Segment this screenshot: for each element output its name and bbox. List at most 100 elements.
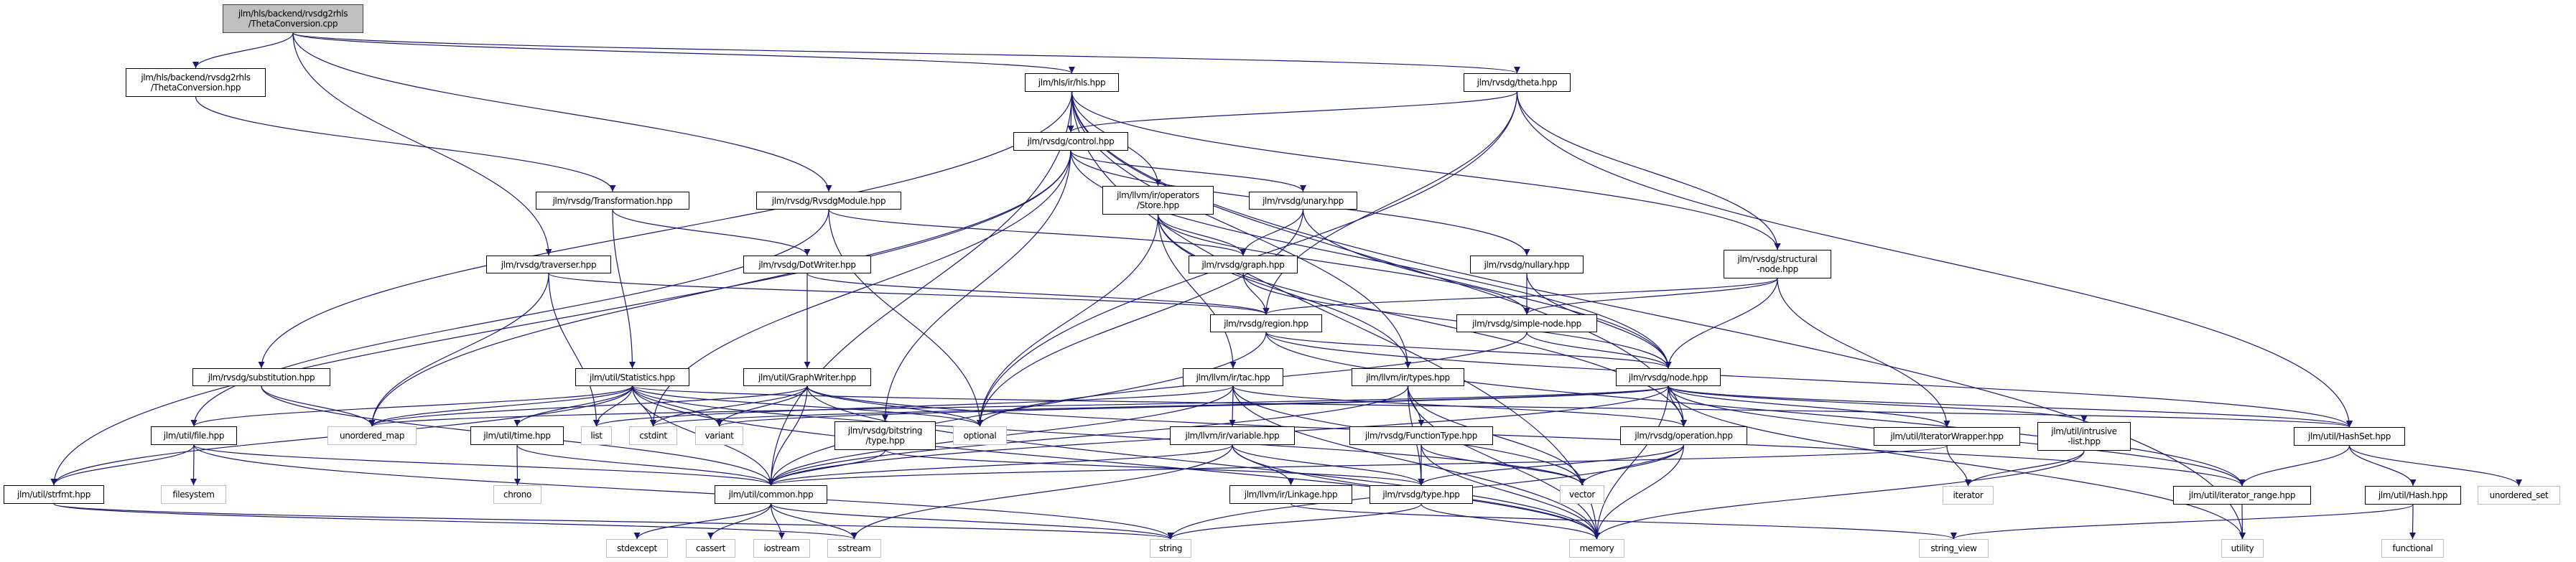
include-edge-jlm-util-strfmt-hpp-to-sstream bbox=[53, 503, 857, 540]
include-edge-jlm-rvsdg-substitution-hpp-to-unordered-map bbox=[261, 385, 376, 427]
file-node-jlm-util-iteratorwrapper-hpp[interactable]: jlm/util/IteratorWrapper.hpp bbox=[1874, 427, 2020, 446]
file-node-jlm-rvsdg-type-hpp[interactable]: jlm/rvsdg/type.hpp bbox=[1370, 485, 1473, 504]
file-node-jlm-rvsdg-traverser-hpp[interactable]: jlm/rvsdg/traverser.hpp bbox=[486, 256, 611, 273]
include-edge-jlm-llvm-ir-types-hpp-to-jlm-util-common-hpp bbox=[768, 385, 1409, 486]
node-label-line: optional bbox=[963, 431, 997, 441]
file-node-jlm-util-strfmt-hpp[interactable]: jlm/util/strfmt.hpp bbox=[4, 485, 104, 504]
file-node-jlm-hls-ir-hls-hpp[interactable]: jlm/hls/ir/hls.hpp bbox=[1025, 73, 1119, 92]
file-node-jlm-util-intrusive-list-hpp[interactable]: jlm/util/intrusive-list.hpp bbox=[2037, 422, 2131, 451]
include-edge-jlm-util-iteratorwrapper-hpp-to-jlm-util-common-hpp bbox=[768, 445, 1948, 486]
node-label-line: filesystem bbox=[172, 490, 215, 500]
file-node-jlm-rvsdg-control-hpp[interactable]: jlm/rvsdg/control.hpp bbox=[1013, 132, 1128, 151]
include-edge-jlm-llvm-ir-tac-hpp-to-jlm-llvm-ir-variable-hpp bbox=[1229, 385, 1236, 427]
node-label-line: jlm/util/strfmt.hpp bbox=[17, 490, 90, 500]
include-edge-jlm-util-common-hpp-to-sstream bbox=[770, 503, 857, 540]
node-label-line: jlm/rvsdg/region.hpp bbox=[1224, 318, 1308, 329]
file-node-jlm-rvsdg-region-hpp[interactable]: jlm/rvsdg/region.hpp bbox=[1210, 314, 1322, 332]
include-edge-jlm-util-common-hpp-to-string bbox=[770, 503, 1174, 540]
system-header-node-list: list bbox=[581, 426, 612, 445]
include-edge-jlm-util-statistics-hpp-to-jlm-util-file-hpp bbox=[190, 385, 633, 427]
file-node-jlm-llvm-ir-linkage-hpp[interactable]: jlm/llvm/ir/Linkage.hpp bbox=[1229, 485, 1352, 504]
file-node-jlm-util-file-hpp[interactable]: jlm/util/file.hpp bbox=[151, 426, 237, 445]
system-header-node-sstream: sstream bbox=[827, 539, 881, 558]
include-edge-jlm-hls-backend-rvsdg2rhls-thetaconversion-cpp-to-jlm-hls-ir-hls-hpp bbox=[292, 32, 1075, 74]
file-node-jlm-rvsdg-bitstring-type-hpp[interactable]: jlm/rvsdg/bitstring/type.hpp bbox=[834, 421, 936, 450]
include-edge-jlm-rvsdg-simple-node-hpp-to-jlm-rvsdg-node-hpp bbox=[1526, 332, 1672, 369]
file-node-jlm-llvm-ir-types-hpp[interactable]: jlm/llvm/ir/types.hpp bbox=[1352, 368, 1464, 386]
include-edge-jlm-rvsdg-graph-hpp-to-jlm-rvsdg-node-hpp bbox=[1242, 273, 1672, 369]
file-node-jlm-util-iterator-range-hpp[interactable]: jlm/util/iterator_range.hpp bbox=[2173, 486, 2311, 505]
file-node-jlm-rvsdg-rvsdgmodule-hpp[interactable]: jlm/rvsdg/RvsdgModule.hpp bbox=[756, 192, 901, 210]
node-label-line: jlm/util/Statistics.hpp bbox=[590, 372, 675, 383]
file-node-jlm-hls-backend-rvsdg2rhls-thetaconversion-hpp[interactable]: jlm/hls/backend/rvsdg2rhls/ThetaConversi… bbox=[126, 68, 266, 97]
file-node-jlm-rvsdg-unary-hpp[interactable]: jlm/rvsdg/unary.hpp bbox=[1249, 192, 1357, 210]
node-label-line: jlm/rvsdg/node.hpp bbox=[1628, 372, 1708, 383]
file-node-jlm-rvsdg-substitution-hpp[interactable]: jlm/rvsdg/substitution.hpp bbox=[192, 368, 330, 386]
node-label-line: jlm/rvsdg/theta.hpp bbox=[1477, 78, 1558, 88]
include-edge-jlm-hls-backend-rvsdg2rhls-thetaconversion-cpp-to-jlm-rvsdg-theta-hpp bbox=[292, 32, 1520, 74]
node-label-line: jlm/llvm/ir/types.hpp bbox=[1366, 372, 1450, 383]
include-edge-jlm-util-intrusive-list-hpp-to-memory bbox=[1594, 450, 2085, 540]
include-edge-jlm-rvsdg-region-hpp-to-jlm-rvsdg-node-hpp bbox=[1265, 332, 1672, 369]
include-edge-jlm-util-graphwriter-hpp-to-cstdint bbox=[650, 385, 808, 427]
file-node-jlm-util-hashset-hpp[interactable]: jlm/util/HashSet.hpp bbox=[2294, 427, 2405, 446]
file-node-jlm-util-common-hpp[interactable]: jlm/util/common.hpp bbox=[715, 485, 827, 504]
file-node-jlm-llvm-ir-tac-hpp[interactable]: jlm/llvm/ir/tac.hpp bbox=[1183, 368, 1283, 386]
system-header-node-variant: variant bbox=[695, 426, 743, 445]
include-edge-jlm-rvsdg-type-hpp-to-memory bbox=[1420, 503, 1600, 540]
include-edge-jlm-hls-backend-rvsdg2rhls-thetaconversion-cpp-to-jlm-rvsdg-traverser-hpp bbox=[292, 32, 552, 256]
file-node-jlm-rvsdg-simple-node-hpp[interactable]: jlm/rvsdg/simple-node.hpp bbox=[1456, 314, 1597, 332]
include-edge-jlm-util-graphwriter-hpp-to-jlm-util-iterator-range-hpp bbox=[806, 385, 2246, 487]
include-edge-jlm-util-iterator-range-hpp-to-utility bbox=[2238, 504, 2246, 540]
include-edge-jlm-rvsdg-transformation-hpp-to-jlm-rvsdg-dotwriter-hpp bbox=[612, 209, 811, 256]
include-edge-jlm-util-statistics-hpp-to-memory bbox=[631, 385, 1600, 540]
file-node-jlm-rvsdg-operation-hpp[interactable]: jlm/rvsdg/operation.hpp bbox=[1620, 426, 1747, 445]
file-node-jlm-rvsdg-nullary-hpp[interactable]: jlm/rvsdg/nullary.hpp bbox=[1470, 256, 1584, 273]
include-edge-jlm-rvsdg-node-hpp-to-memory bbox=[1594, 385, 1669, 540]
include-edge-jlm-util-hashset-hpp-to-jlm-util-iterator-range-hpp bbox=[2238, 445, 2351, 487]
include-edge-jlm-rvsdg-rvsdgmodule-hpp-to-jlm-rvsdg-graph-hpp bbox=[828, 209, 1247, 256]
include-edge-jlm-util-statistics-hpp-to-unordered-map bbox=[368, 385, 633, 427]
include-edge-jlm-llvm-ir-variable-hpp-to-jlm-util-common-hpp bbox=[768, 444, 1233, 486]
node-label-line: jlm/rvsdg/traverser.hpp bbox=[501, 259, 597, 270]
file-node-jlm-rvsdg-node-hpp[interactable]: jlm/rvsdg/node.hpp bbox=[1616, 368, 1721, 386]
node-label-line: jlm/llvm/ir/operators bbox=[1117, 190, 1199, 200]
file-node-jlm-util-statistics-hpp[interactable]: jlm/util/Statistics.hpp bbox=[575, 368, 689, 386]
include-edge-jlm-rvsdg-node-hpp-to-utility bbox=[1668, 385, 2246, 540]
file-node-jlm-util-hash-hpp[interactable]: jlm/util/Hash.hpp bbox=[2365, 486, 2461, 505]
node-label-line: jlm/util/common.hpp bbox=[728, 490, 814, 500]
file-node-jlm-hls-backend-rvsdg2rhls-thetaconversion-cpp[interactable]: jlm/hls/backend/rvsdg2rhls/ThetaConversi… bbox=[223, 4, 363, 33]
include-edge-jlm-rvsdg-dotwriter-hpp-to-jlm-rvsdg-region-hpp bbox=[806, 273, 1270, 315]
node-label-line: jlm/rvsdg/FunctionType.hpp bbox=[1364, 431, 1478, 441]
file-node-jlm-llvm-ir-variable-hpp[interactable]: jlm/llvm/ir/variable.hpp bbox=[1170, 426, 1295, 445]
file-node-jlm-llvm-ir-operators-store-hpp[interactable]: jlm/llvm/ir/operators/Store.hpp bbox=[1102, 186, 1214, 215]
node-label-line: sstream bbox=[837, 543, 871, 553]
system-header-node-functional: functional bbox=[2381, 539, 2444, 558]
include-edge-jlm-util-hashset-hpp-to-unordered-set bbox=[2348, 445, 2522, 487]
node-label-line: jlm/hls/ir/hls.hpp bbox=[1038, 78, 1106, 88]
include-edge-jlm-hls-ir-hls-hpp-to-jlm-rvsdg-structural-node-hpp bbox=[1071, 91, 1781, 250]
node-label-line: /Store.hpp bbox=[1137, 200, 1179, 210]
file-node-jlm-rvsdg-structural-node-hpp[interactable]: jlm/rvsdg/structural-node.hpp bbox=[1724, 250, 1831, 278]
file-node-jlm-util-graphwriter-hpp[interactable]: jlm/util/GraphWriter.hpp bbox=[743, 368, 871, 386]
node-label-line: jlm/util/HashSet.hpp bbox=[2307, 431, 2391, 441]
include-edge-jlm-util-hashset-hpp-to-jlm-util-hash-hpp bbox=[2348, 445, 2417, 487]
include-edge-jlm-rvsdg-control-hpp-to-jlm-rvsdg-bitstring-type-hpp bbox=[882, 150, 1071, 422]
include-edge-jlm-rvsdg-unary-hpp-to-jlm-rvsdg-graph-hpp bbox=[1240, 209, 1304, 256]
include-edge-jlm-rvsdg-region-hpp-to-jlm-util-iterator-range-hpp bbox=[1265, 332, 2246, 487]
file-node-jlm-rvsdg-dotwriter-hpp[interactable]: jlm/rvsdg/DotWriter.hpp bbox=[743, 256, 871, 273]
file-node-jlm-rvsdg-transformation-hpp[interactable]: jlm/rvsdg/Transformation.hpp bbox=[536, 192, 689, 210]
file-node-jlm-rvsdg-theta-hpp[interactable]: jlm/rvsdg/theta.hpp bbox=[1464, 73, 1571, 92]
include-edge-jlm-rvsdg-theta-hpp-to-jlm-rvsdg-control-hpp bbox=[1067, 91, 1518, 133]
node-label-line: jlm/rvsdg/DotWriter.hpp bbox=[758, 259, 856, 270]
include-edge-jlm-util-hash-hpp-to-string-view bbox=[1950, 504, 2414, 540]
include-edge-jlm-hls-backend-rvsdg2rhls-thetaconversion-cpp-to-jlm-rvsdg-rvsdgmodule-hpp bbox=[292, 32, 832, 192]
file-node-jlm-rvsdg-graph-hpp[interactable]: jlm/rvsdg/graph.hpp bbox=[1189, 256, 1298, 273]
file-node-jlm-rvsdg-functiontype-hpp[interactable]: jlm/rvsdg/FunctionType.hpp bbox=[1349, 426, 1493, 445]
include-edge-jlm-rvsdg-traverser-hpp-to-unordered-map bbox=[368, 273, 549, 427]
file-node-jlm-util-time-hpp[interactable]: jlm/util/time.hpp bbox=[470, 426, 564, 445]
include-edge-jlm-rvsdg-bitstring-type-hpp-to-jlm-util-common-hpp bbox=[768, 449, 886, 486]
system-header-node-vector: vector bbox=[1560, 485, 1604, 504]
